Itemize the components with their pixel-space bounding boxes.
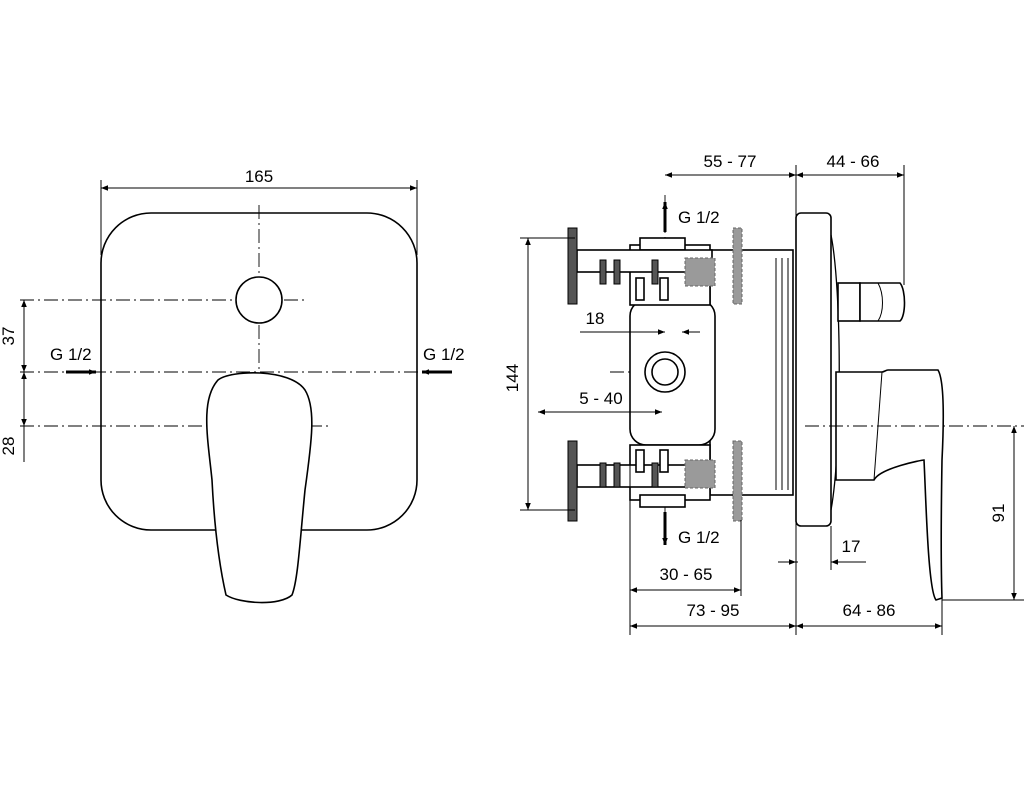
dim-55-77-label: 55 - 77 [704,152,757,171]
dim-64-86-label: 64 - 86 [843,601,896,620]
lever-side-profile [835,369,944,601]
upper-stop-valve [635,277,645,301]
diverter-knob-detail [877,282,883,322]
inlet-left-label: G 1/2 [50,345,92,364]
width-dimension-label: 165 [245,167,273,186]
dim-17-label: 17 [842,537,861,556]
side-view: 55 - 77 44 - 66 G 1/2 G 1/2 144 18 5 - 4… [503,152,1024,635]
lever-handle [205,372,313,604]
dim-73-95-label: 73 - 95 [687,601,740,620]
lower-plug-3 [651,462,659,488]
front-view: 165 37 28 G 1/2 G 1/2 [0,167,465,604]
upper-plug-3 [651,259,659,285]
upper-grey-fitting [684,257,716,287]
dim-91-label: 91 [989,504,1008,523]
upper-left-flange [567,227,578,305]
lower-grey-flange [732,440,743,522]
lower-nut [639,494,686,508]
lower-left-flange [567,440,578,522]
dim-28-label: 28 [0,437,18,456]
dim-144-label: 144 [503,364,522,392]
lower-plug-2 [613,462,621,488]
upper-plug-2 [613,259,621,285]
upper-grey-flange [732,227,743,305]
inlet-right-label: G 1/2 [423,345,465,364]
dim-37-label: 37 [0,327,18,346]
diverter-knob [235,276,283,324]
dim-18-label: 18 [586,309,605,328]
mixer-body [709,249,794,496]
upper-nut [639,237,686,251]
cartridge-inner [651,358,679,386]
lower-grey-fitting [684,459,716,489]
dim-30-65-label: 30 - 65 [660,565,713,584]
lower-stop-valve-2 [659,449,669,473]
lower-stop-valve [635,449,645,473]
wall-plate-profile [795,212,832,527]
upper-plug-1 [599,259,607,285]
diverter-stem [837,282,861,322]
lower-plug-1 [599,462,607,488]
top-connection-label: G 1/2 [678,208,720,227]
bottom-connection-label: G 1/2 [678,528,720,547]
thread-ridges [775,258,789,490]
wall-plate-bulge [830,234,840,511]
upper-stop-valve-2 [659,277,669,301]
dim-44-66-label: 44 - 66 [827,152,880,171]
dim-5-40-label: 5 - 40 [579,389,622,408]
